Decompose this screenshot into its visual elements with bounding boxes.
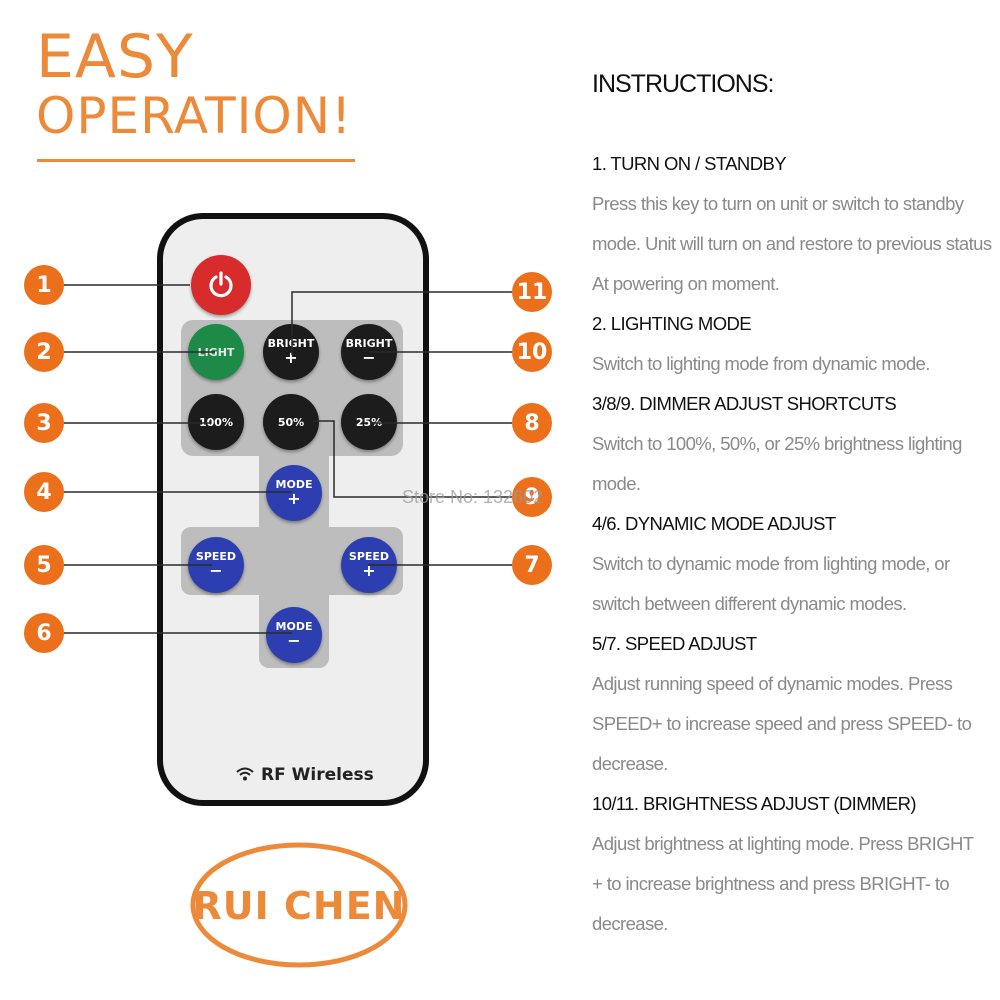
instructions-title: INSTRUCTIONS: <box>592 70 774 98</box>
power-button[interactable] <box>191 255 251 315</box>
rf-wireless-text: RF Wireless <box>261 765 374 785</box>
bright-plus-button[interactable]: BRIGHT + <box>263 324 319 380</box>
power-icon <box>209 271 233 298</box>
callout-badge-5: 5 <box>24 545 64 585</box>
instruction-text: switch between different dynamic modes. <box>592 593 907 614</box>
instruction-heading: 5/7. SPEED ADJUST <box>592 633 757 654</box>
instruction-text: Switch to lighting mode from dynamic mod… <box>592 353 930 374</box>
callout-badge-7: 7 <box>512 545 552 585</box>
headline-easy: EASY <box>36 22 194 92</box>
callout-badge-6: 6 <box>24 613 64 653</box>
callout-badge-10: 10 <box>512 332 552 372</box>
wifi-icon <box>236 767 254 781</box>
mode-plus-symbol: + <box>287 489 301 508</box>
callout-badge-4: 4 <box>24 472 64 512</box>
instruction-heading: 4/6. DYNAMIC MODE ADJUST <box>592 513 836 534</box>
instruction-text: Switch to 100%, 50%, or 25% brightness l… <box>592 433 962 454</box>
instruction-text: Adjust brightness at lighting mode. Pres… <box>592 833 974 854</box>
bright-plus-label: BRIGHT <box>267 337 315 350</box>
brightness-25-label: 25% <box>355 415 383 429</box>
callout-badge-11: 11 <box>512 272 552 312</box>
store-watermark: Store No: 132602 <box>402 487 544 507</box>
instruction-heading: 2. LIGHTING MODE <box>592 313 752 334</box>
rui-chen-logo: RUI CHEN <box>190 842 408 968</box>
instruction-heading: 1. TURN ON / STANDBY <box>592 153 787 174</box>
headline-underline <box>37 159 355 162</box>
instruction-text: mode. <box>592 473 641 494</box>
brightness-100-label: 100% <box>199 415 233 429</box>
remote-face: LIGHT BRIGHT + BRIGHT − 100% 50% 25% MOD… <box>163 219 423 800</box>
instruction-text: decrease. <box>592 753 668 774</box>
mode-plus-label: MODE <box>275 478 313 491</box>
light-button[interactable]: LIGHT <box>188 324 244 380</box>
rf-wireless-label: RF Wireless <box>235 765 374 785</box>
remote-control: LIGHT BRIGHT + BRIGHT − 100% 50% 25% MOD… <box>157 213 429 806</box>
mode-minus-button[interactable]: MODE − <box>266 607 322 663</box>
instruction-text: decrease. <box>592 913 668 934</box>
callout-badge-9: 9 <box>512 477 552 517</box>
speed-minus-label: SPEED <box>195 550 237 563</box>
brightness-100-button[interactable]: 100% <box>188 394 244 450</box>
mode-minus-symbol: − <box>287 631 301 650</box>
headline-operation: OPERATION! <box>36 87 353 145</box>
speed-plus-symbol: + <box>362 561 376 580</box>
instruction-text: SPEED+ to increase speed and press SPEED… <box>592 713 972 734</box>
callout-badge-8: 8 <box>512 403 552 443</box>
instructions-list: 1. TURN ON / STANDBY Press this key to tu… <box>592 144 996 944</box>
bright-minus-symbol: − <box>362 348 376 367</box>
instruction-heading: 10/11. BRIGHTNESS ADJUST (DIMMER) <box>592 793 916 814</box>
bright-plus-symbol: + <box>284 348 298 367</box>
logo-text: RUI CHEN <box>193 884 406 928</box>
instruction-text: Adjust running speed of dynamic modes. P… <box>592 673 953 694</box>
speed-plus-label: SPEED <box>348 550 390 563</box>
instruction-heading: 3/8/9. DIMMER ADJUST SHORTCUTS <box>592 393 897 414</box>
instruction-text: At powering on moment. <box>592 273 780 294</box>
bright-minus-button[interactable]: BRIGHT − <box>341 324 397 380</box>
light-button-label: LIGHT <box>197 345 235 359</box>
instruction-text: mode. Unit will turn on and restore to p… <box>592 233 992 254</box>
callout-badge-2: 2 <box>24 332 64 372</box>
brightness-25-button[interactable]: 25% <box>341 394 397 450</box>
speed-plus-button[interactable]: SPEED + <box>341 537 397 593</box>
mode-minus-label: MODE <box>275 620 313 633</box>
mode-plus-button[interactable]: MODE + <box>266 465 322 521</box>
speed-minus-button[interactable]: SPEED − <box>188 537 244 593</box>
callout-badge-3: 3 <box>24 403 64 443</box>
callout-badge-1: 1 <box>24 265 64 305</box>
speed-minus-symbol: − <box>209 561 223 580</box>
instruction-text: + to increase brightness and press BRIGH… <box>592 873 950 894</box>
instruction-text: Press this key to turn on unit or switch… <box>592 193 964 214</box>
brightness-50-label: 50% <box>277 415 305 429</box>
brightness-50-button[interactable]: 50% <box>263 394 319 450</box>
instruction-text: Switch to dynamic mode from lighting mod… <box>592 553 950 574</box>
